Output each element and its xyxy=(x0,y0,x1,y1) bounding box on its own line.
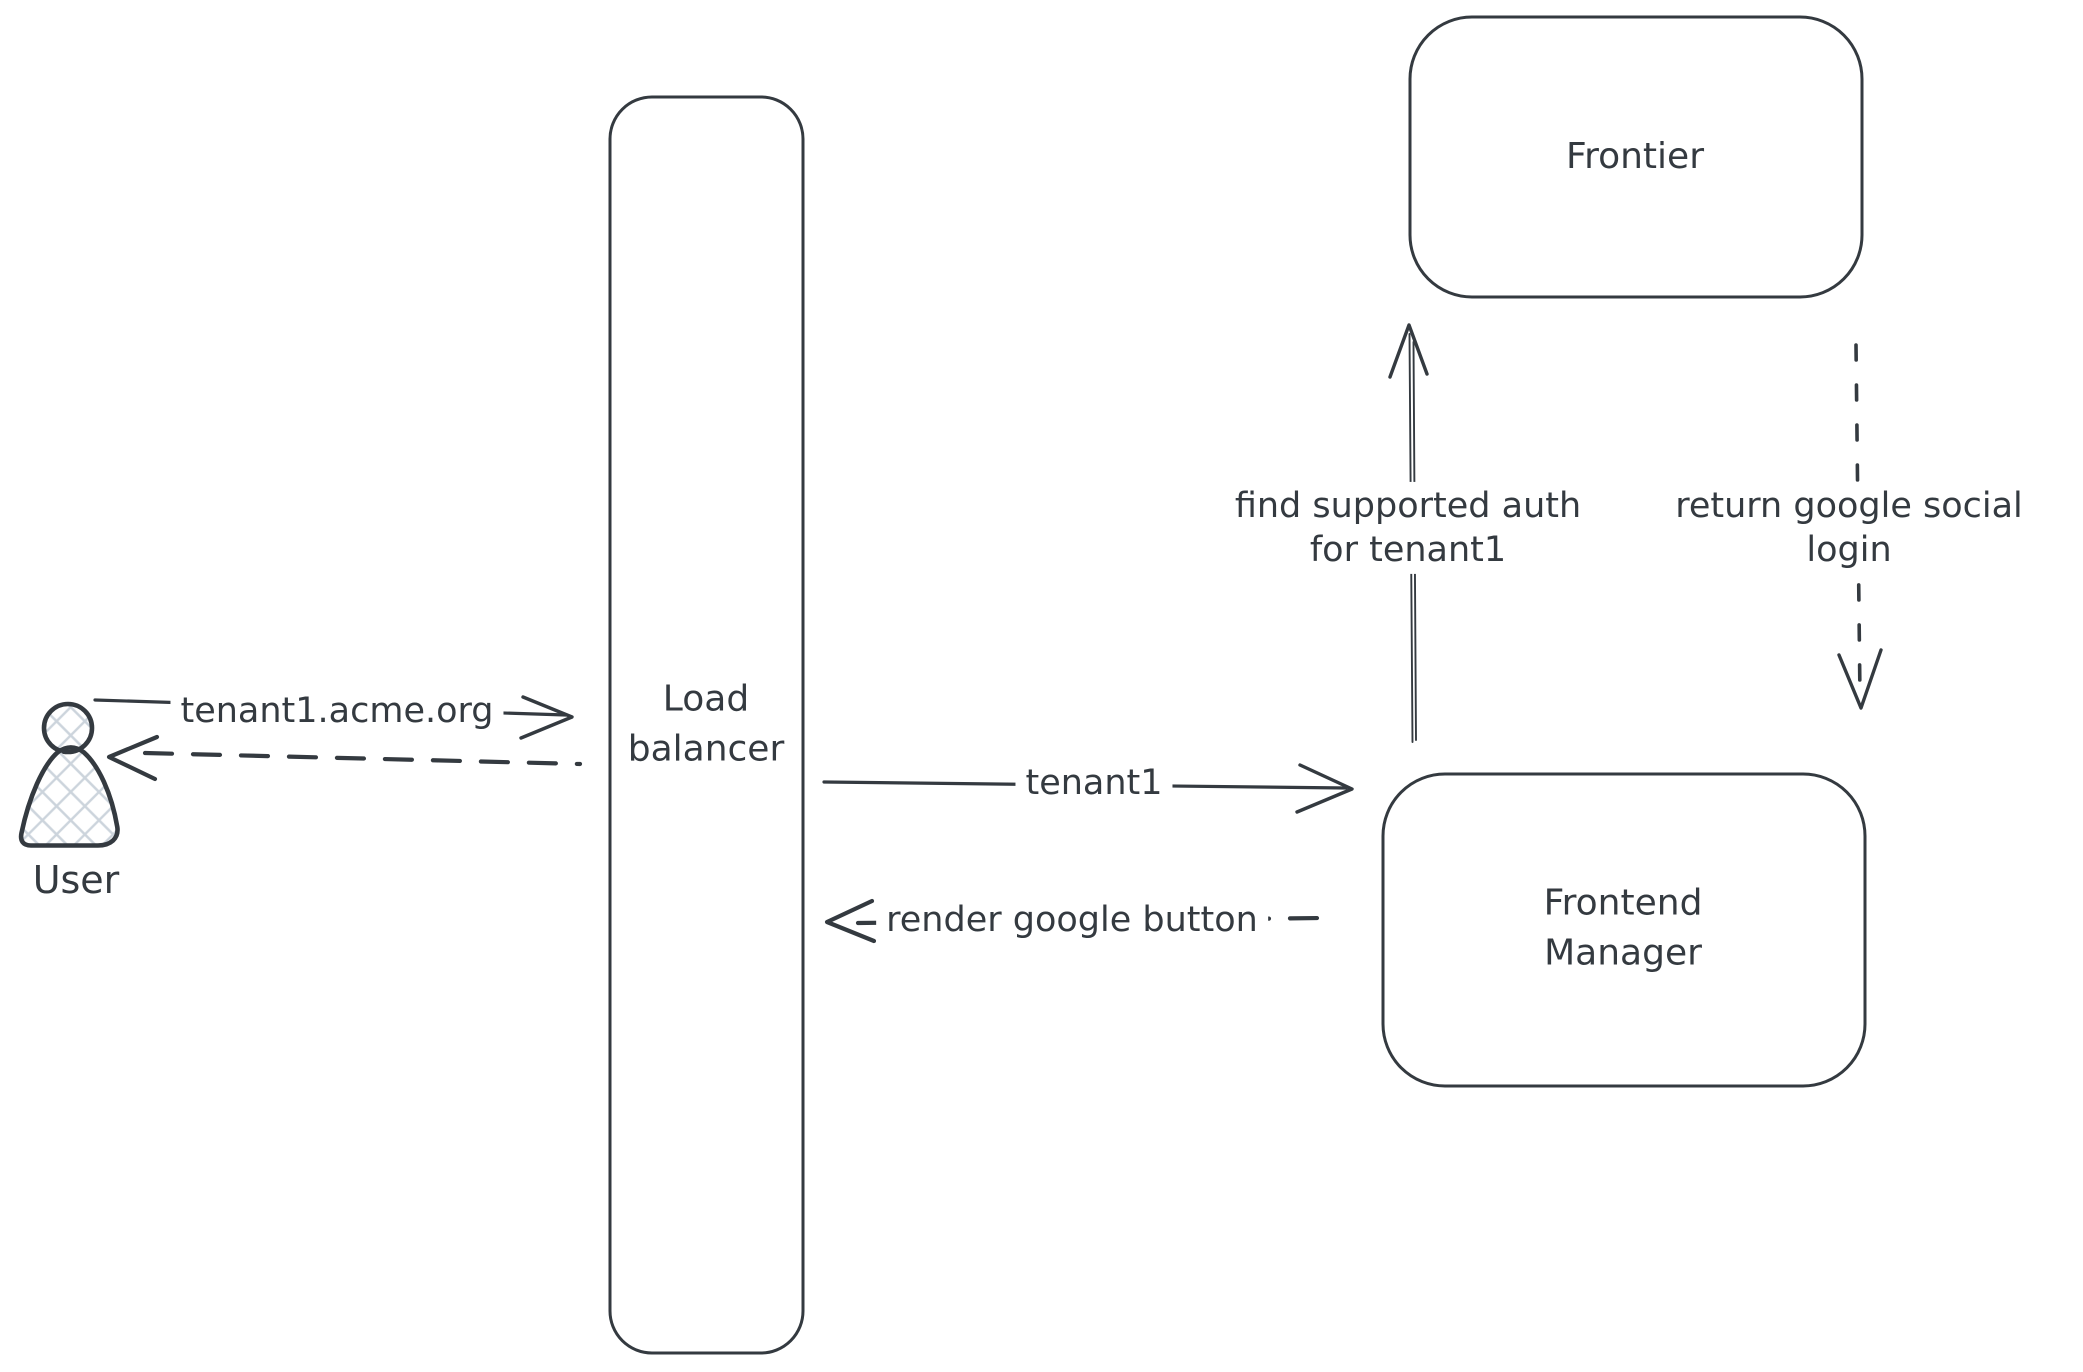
load-balancer-box xyxy=(608,95,805,1355)
edge-frontend-manager-to-frontier-arrowhead xyxy=(1388,323,1429,379)
edge-label-render-google-button: render google button xyxy=(876,895,1268,945)
edge-load-balancer-to-user-arrowhead xyxy=(106,734,160,782)
user-head-icon xyxy=(41,701,95,755)
frontend-manager-box xyxy=(1381,772,1867,1088)
edge-load-balancer-to-user-line xyxy=(142,750,583,767)
frontend-manager-label: Frontend Manager xyxy=(1544,878,1703,977)
frontier-label: Frontier xyxy=(1565,136,1705,178)
edge-label-find-supported-auth: find supported auth for tenant1 xyxy=(1224,481,1592,575)
edge-label-return-google-social-login-line2: login xyxy=(1806,530,1892,570)
frontend-manager-label-line1: Frontend xyxy=(1543,882,1703,924)
user-figure xyxy=(18,701,120,848)
frontend-manager-label-line2: Manager xyxy=(1544,932,1702,973)
edge-load-balancer-to-frontend-manager-arrowhead xyxy=(1295,763,1354,814)
load-balancer-label-line2: balancer xyxy=(627,728,785,769)
load-balancer-label: Load balancer xyxy=(628,674,785,773)
edge-label-return-google-social-login-line1: return google social xyxy=(1675,485,2023,526)
edge-load-balancer-to-user xyxy=(106,734,583,782)
frontier-box xyxy=(1408,15,1864,299)
edge-user-to-load-balancer-arrowhead xyxy=(519,695,574,740)
edge-label-find-supported-auth-line2: for tenant1 xyxy=(1309,530,1507,570)
load-balancer-label-line1: Load xyxy=(662,678,750,720)
edge-frontend-manager-to-load-balancer-arrowhead xyxy=(824,898,877,944)
edge-frontier-to-frontend-manager-arrowhead xyxy=(1837,648,1883,710)
edge-label-find-supported-auth-line1: find supported auth xyxy=(1234,485,1582,526)
edge-label-tenant1: tenant1 xyxy=(1015,758,1173,808)
user-label: User xyxy=(32,858,120,902)
edge-label-return-google-social-login: return google social login xyxy=(1665,481,2033,575)
user-body-icon xyxy=(18,745,120,848)
edge-label-tenant1-acme-org: tenant1.acme.org xyxy=(170,686,504,736)
